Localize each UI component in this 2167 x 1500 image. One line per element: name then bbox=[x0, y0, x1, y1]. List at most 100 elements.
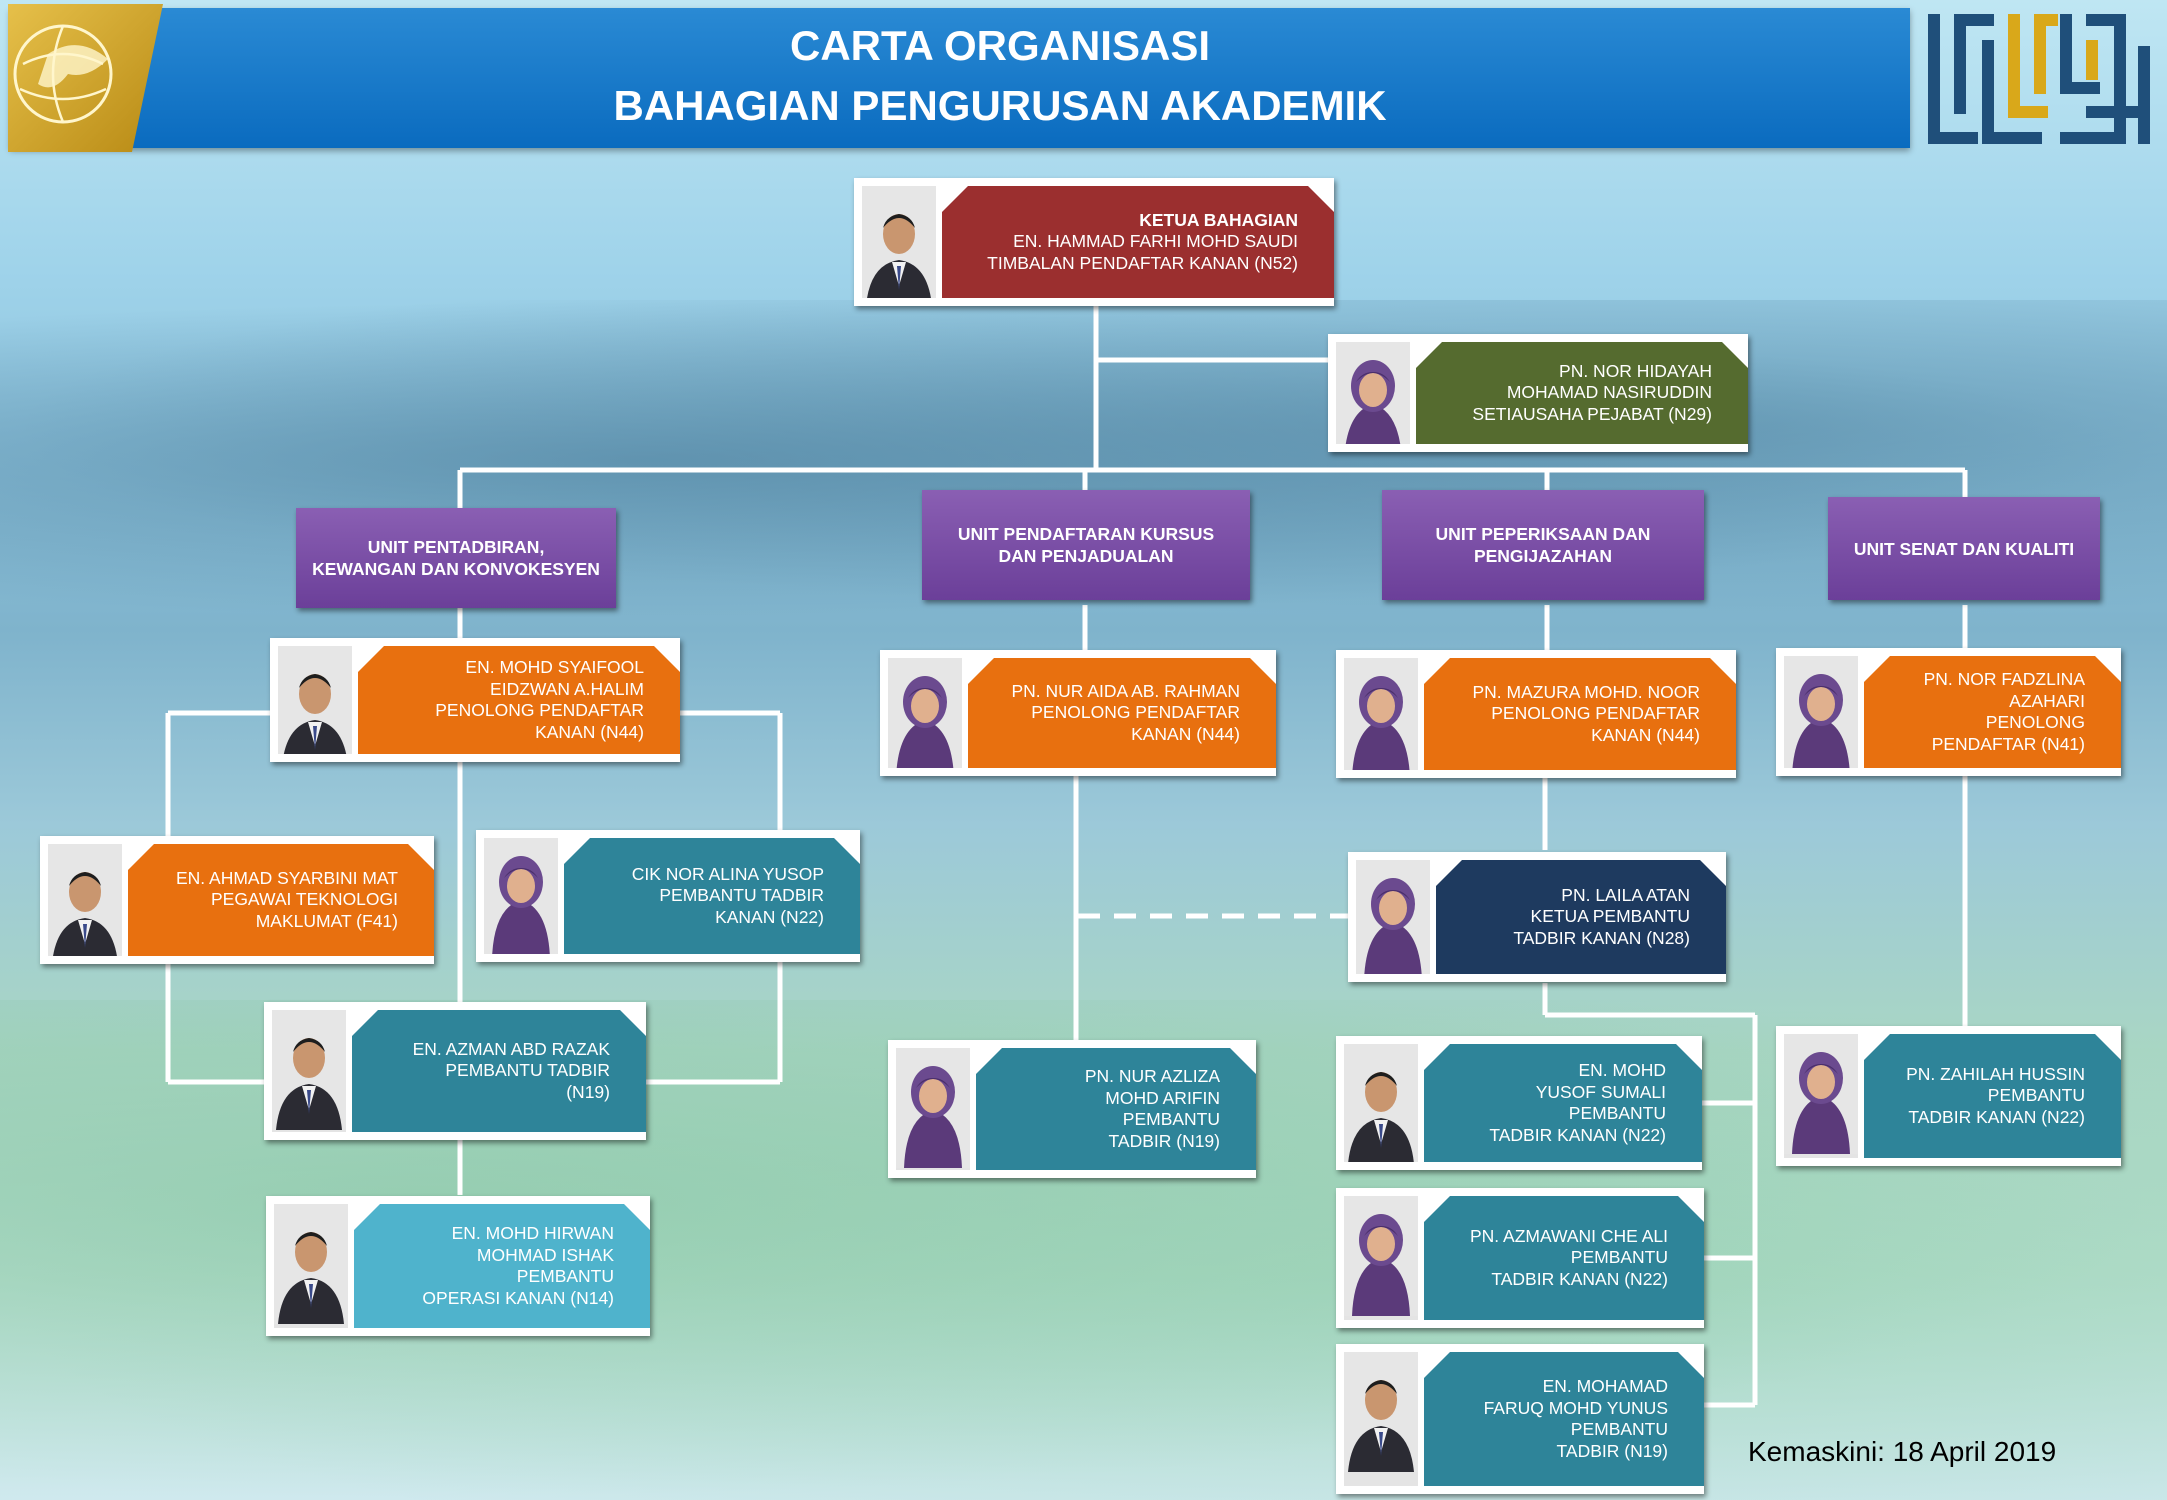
person-detail: PEMBANTU bbox=[1568, 1103, 1666, 1123]
person-name: PN. NUR AIDA AB. RAHMAN bbox=[1011, 680, 1240, 701]
person-detail: YUSOF SUMALI bbox=[1535, 1081, 1666, 1102]
person-name: EN. AZMAN ABD RAZAK bbox=[412, 1038, 610, 1059]
person-detail: PEMBANTU bbox=[1570, 1247, 1668, 1268]
person-detail: TADBIR KANAN (N22) bbox=[1489, 1124, 1666, 1145]
portrait-photo bbox=[1344, 658, 1418, 770]
person-detail: TADBIR KANAN (N22) bbox=[1908, 1106, 2085, 1127]
person-detail: AZAHARI bbox=[2009, 690, 2085, 711]
person-detail: EIDZWAN A.HALIM bbox=[490, 678, 644, 699]
person-detail: KANAN (N22) bbox=[715, 906, 824, 927]
chart-title-line1: CARTA ORGANISASI bbox=[790, 22, 1210, 69]
person-name: EN. AHMAD SYARBINI MAT bbox=[175, 867, 398, 888]
person-detail: PENOLONG PENDAFTAR bbox=[1031, 702, 1240, 723]
person-detail: PEMBANTU TADBIR bbox=[445, 1060, 610, 1081]
person-detail: PENOLONG PENDAFTAR bbox=[435, 700, 644, 720]
kufic-calligraphy-logo bbox=[1920, 6, 2158, 151]
portrait-photo bbox=[48, 844, 122, 956]
portrait-photo bbox=[272, 1010, 346, 1132]
portrait-photo bbox=[1344, 1044, 1418, 1162]
person-detail: SETIAUSAHA PEJABAT (N29) bbox=[1472, 403, 1712, 424]
portrait-photo bbox=[1784, 656, 1858, 768]
person-detail: KANAN (N44) bbox=[1591, 724, 1700, 745]
unit-senate-quality: UNIT SENAT DAN KUALITI bbox=[1828, 497, 2100, 600]
person-name: PN. MAZURA MOHD. NOOR bbox=[1472, 681, 1700, 702]
person-detail: TIMBALAN PENDAFTAR KANAN (N52) bbox=[987, 252, 1298, 273]
person-detail: TADBIR (N19) bbox=[1108, 1130, 1220, 1151]
person-name: EN. MOHD SYAIFOOL bbox=[465, 657, 644, 677]
person-name: PN. NUR AZLIZA bbox=[1084, 1066, 1220, 1086]
person-detail: PENDAFTAR (N41) bbox=[1931, 733, 2085, 754]
person-detail: PENOLONG PENDAFTAR bbox=[1491, 703, 1700, 724]
person-name: PN. AZMAWANI CHE ALI bbox=[1469, 1225, 1668, 1246]
person-name: PN. NOR FADZLINA bbox=[1923, 669, 2085, 689]
person-detail: (N19) bbox=[566, 1081, 610, 1102]
person-detail: KANAN (N44) bbox=[1131, 723, 1240, 744]
portrait-photo bbox=[278, 646, 352, 754]
person-name: PN. NOR HIDAYAH bbox=[1559, 360, 1712, 381]
person-name: PN. LAILA ATAN bbox=[1561, 884, 1690, 905]
portrait-photo bbox=[1344, 1352, 1418, 1486]
person-detail: PEMBANTU bbox=[1122, 1109, 1220, 1129]
portrait-photo bbox=[1344, 1196, 1418, 1320]
person-detail: FARUQ MOHD YUNUS bbox=[1483, 1397, 1668, 1418]
portrait-photo bbox=[274, 1204, 348, 1328]
portrait-photo bbox=[484, 838, 558, 954]
person-detail: MAKLUMAT (F41) bbox=[255, 910, 398, 931]
portrait-photo bbox=[1784, 1034, 1858, 1158]
person-name: EN. MOHD bbox=[1578, 1060, 1666, 1080]
chart-title-line2: BAHAGIAN PENGURUSAN AKADEMIK bbox=[613, 82, 1387, 129]
person-detail: PEGAWAI TEKNOLOGI bbox=[210, 889, 398, 910]
person-detail: PENOLONG bbox=[1985, 712, 2085, 732]
person-detail: MOHAMAD NASIRUDDIN bbox=[1506, 382, 1712, 403]
portrait-photo bbox=[896, 1048, 970, 1170]
person-detail: PEMBANTU bbox=[1987, 1085, 2085, 1106]
portrait-photo bbox=[862, 186, 936, 298]
unit-administration-finance-convocation: UNIT PENTADBIRAN,KEWANGAN DAN KONVOKESYE… bbox=[296, 508, 616, 608]
person-detail: PEMBANTU bbox=[516, 1266, 614, 1286]
person-detail: MOHD ARIFIN bbox=[1105, 1087, 1220, 1108]
title-banner bbox=[10, 8, 1910, 148]
portrait-photo bbox=[888, 658, 962, 768]
portrait-photo bbox=[1356, 860, 1430, 974]
person-detail: KETUA PEMBANTU bbox=[1530, 906, 1690, 927]
person-detail: PEMBANTU bbox=[1570, 1419, 1668, 1439]
person-detail: TADBIR KANAN (N28) bbox=[1513, 927, 1690, 948]
person-detail: TADBIR KANAN (N22) bbox=[1491, 1268, 1668, 1289]
person-name: KETUA BAHAGIAN bbox=[1139, 209, 1298, 230]
portrait-photo bbox=[1336, 342, 1410, 444]
person-detail: OPERASI KANAN (N14) bbox=[422, 1287, 614, 1308]
person-detail: KANAN (N44) bbox=[535, 721, 644, 742]
person-detail: MOHMAD ISHAK bbox=[476, 1244, 614, 1265]
